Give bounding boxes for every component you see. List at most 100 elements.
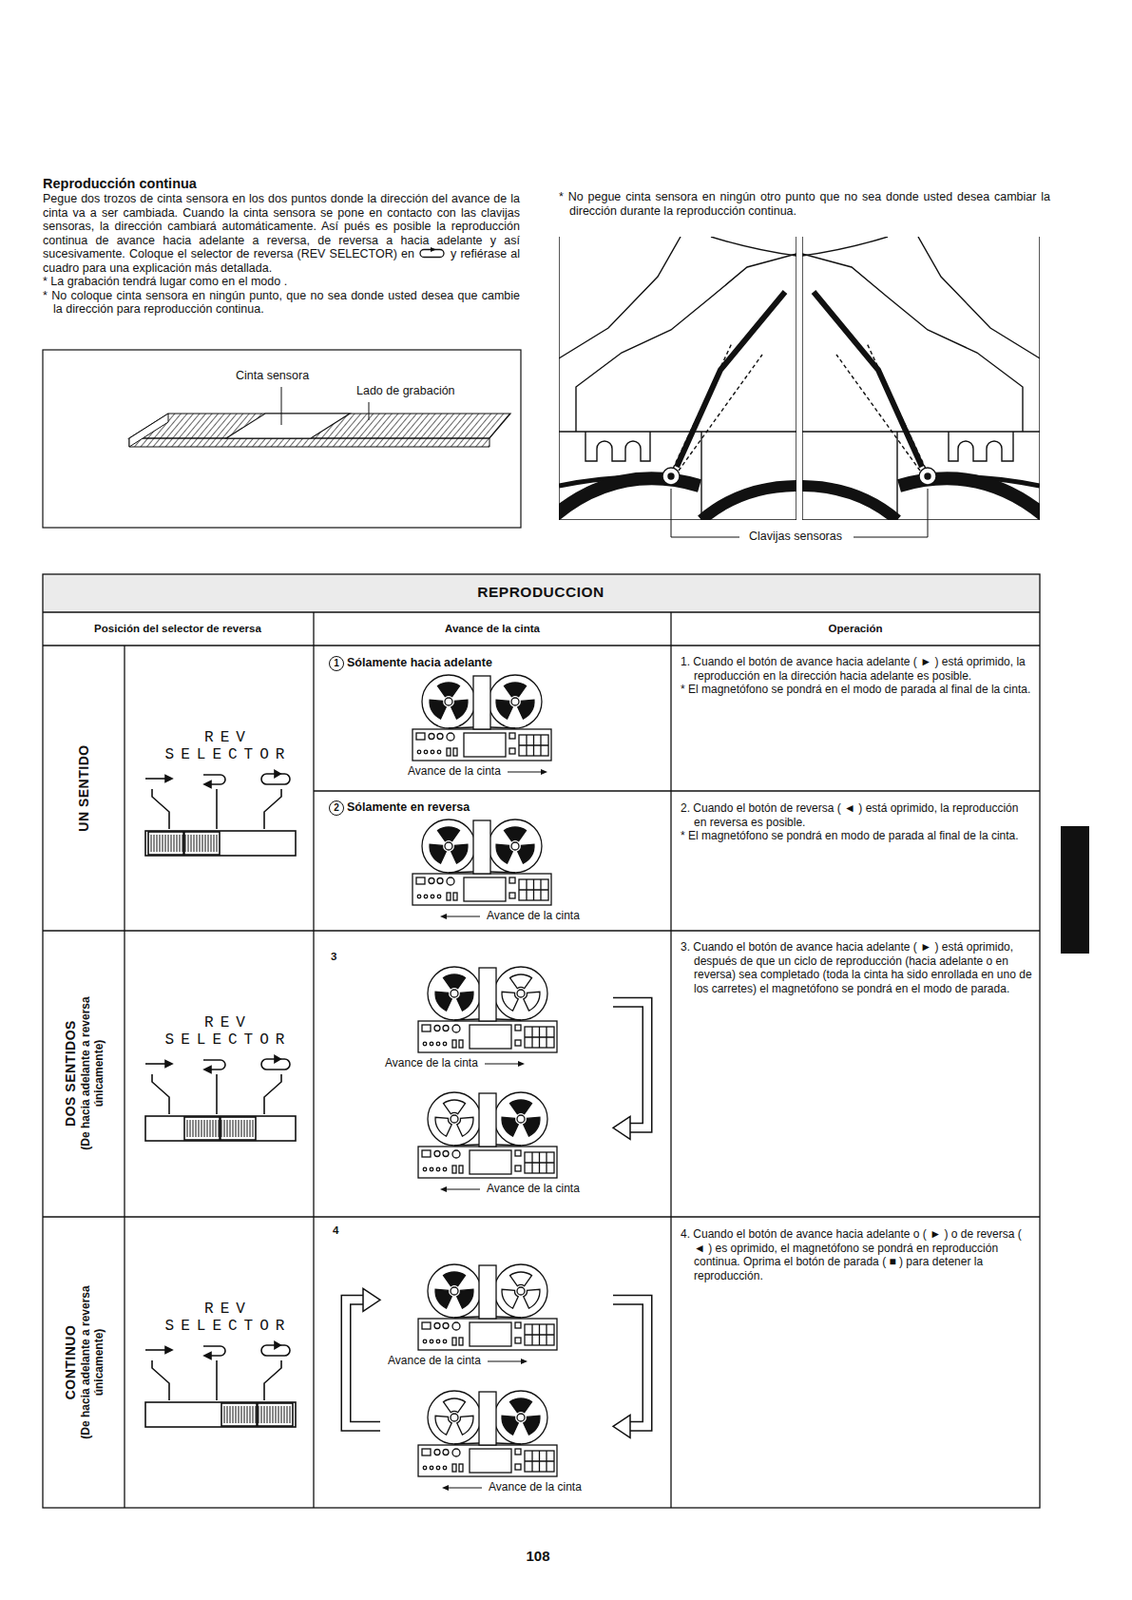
rev-selector [252,1405,254,1423]
rev-selector [151,834,153,852]
tape-deck-drawing [444,697,453,706]
tape-deck-drawing [422,1167,427,1171]
tape-deck-drawing [448,727,516,729]
tape-deck-drawing [437,878,443,884]
loop-symbol [418,247,447,259]
tape-deck-drawing [418,1092,557,1178]
tape-deck-drawing [510,1099,533,1114]
tape-deck-drawing [479,1093,497,1147]
tape-deck-drawing [518,844,535,864]
tape-deck-drawing [494,1264,548,1318]
tape-deck-drawing [517,989,525,998]
caption: Avance de la cinta [486,1181,580,1195]
tape-deck-drawing [443,974,466,989]
rev-selector [249,1405,251,1423]
tape-deck-drawing [423,894,428,899]
rev-selector [176,834,178,852]
tape-deck-drawing [442,1465,447,1470]
tape-deck-drawing [429,1041,434,1046]
tape-deck-drawing [450,989,459,998]
tape-deck-drawing [524,1323,555,1345]
tape-deck-drawing [437,733,443,740]
tape-deck-drawing [412,729,552,761]
rev-selector [145,830,296,856]
tape-deck-drawing [518,879,549,901]
section-title: Reproducción continua [42,175,197,192]
callout-number: 1 [328,655,345,672]
tape-deck-figure: Avance de la cinta [380,1259,614,1368]
direction-arrow [440,1186,447,1192]
table-grid [123,645,125,1508]
text-block: UN SENTIDO [76,707,93,869]
tape-deck-drawing [428,733,435,740]
direction-arrow [444,1188,480,1190]
rev-selector [145,770,296,857]
table-grid [312,612,314,1508]
tape-deck-drawing [417,894,422,899]
tape-deck-drawing [515,1024,521,1031]
tape-deck-drawing [442,1449,449,1456]
caption: Avance de la cinta [486,908,580,922]
tape-deck-drawing [494,1092,548,1146]
tape-deck-drawing [454,1442,521,1444]
rev-selector [182,831,186,855]
tape-deck-drawing [446,748,451,756]
flow-arrow [613,1001,648,1128]
direction-arrow [484,1062,520,1064]
tape-deck-drawing [442,1025,449,1032]
tape-deck-drawing [416,1261,559,1353]
tape-deck-drawing [452,1024,461,1033]
tape-deck-drawing [509,732,516,739]
rev-selector [152,788,170,829]
caption-line: Avance de la cinta [433,908,623,923]
tape-deck-drawing [442,1041,447,1046]
tape-deck-drawing [515,1165,521,1171]
rev-selector [159,834,161,852]
tape-deck-drawing [469,1150,512,1174]
tape-deck-drawing [524,1450,555,1472]
row-header: UN SENTIDO [76,707,93,869]
tape-deck-drawing [434,1025,441,1032]
column-header: Operación [828,622,883,634]
caption-line: Avance de la cinta [407,764,576,779]
rev-selector [208,834,210,852]
flow-arrow [345,1287,381,1426]
rev-selector [168,834,170,852]
tape-deck-drawing [422,1465,427,1470]
tape-deck-drawing [518,734,549,756]
flow-arrow [363,1287,381,1311]
tape-deck-drawing [457,1288,474,1308]
tape-deck-drawing [412,819,552,905]
body-text: * La grabación tendrá lugar como en el m… [42,274,520,289]
rev-selector [207,1119,209,1137]
tape-deck-drawing [451,699,468,719]
rev-selector [145,1062,168,1065]
tape-deck-drawing [469,1448,512,1473]
tape-deck-drawing [450,1413,459,1421]
text-label: (De hacia adelante a reversa únicamente) [78,992,106,1154]
rev-selector [274,1342,281,1349]
tape-deck-drawing [511,842,519,850]
rev-selector [274,1055,281,1063]
tape-deck-figure: Avance de la cinta [380,1087,614,1196]
rev-selector [192,1119,194,1137]
tape-deck-drawing [436,1041,441,1046]
section-tab [1060,825,1090,954]
rev-selector [195,1119,197,1137]
tape-deck-drawing [509,748,516,754]
tape-deck-drawing [446,892,451,901]
rev-selector [235,1119,237,1137]
rev-selector [215,1074,218,1114]
table-grid [42,574,1040,1508]
tape-deck-drawing [457,991,474,1011]
rev-selector [162,834,164,852]
rev-selector [227,1405,229,1423]
rev-selector [278,1405,280,1423]
rev-selector [165,1060,173,1068]
rev-selector [244,1119,246,1137]
table-grid [42,644,1040,646]
tape-path-figure [549,236,799,520]
rev-selector [145,1348,168,1351]
table-grid [42,929,1040,931]
tape-deck-drawing [443,1271,466,1286]
